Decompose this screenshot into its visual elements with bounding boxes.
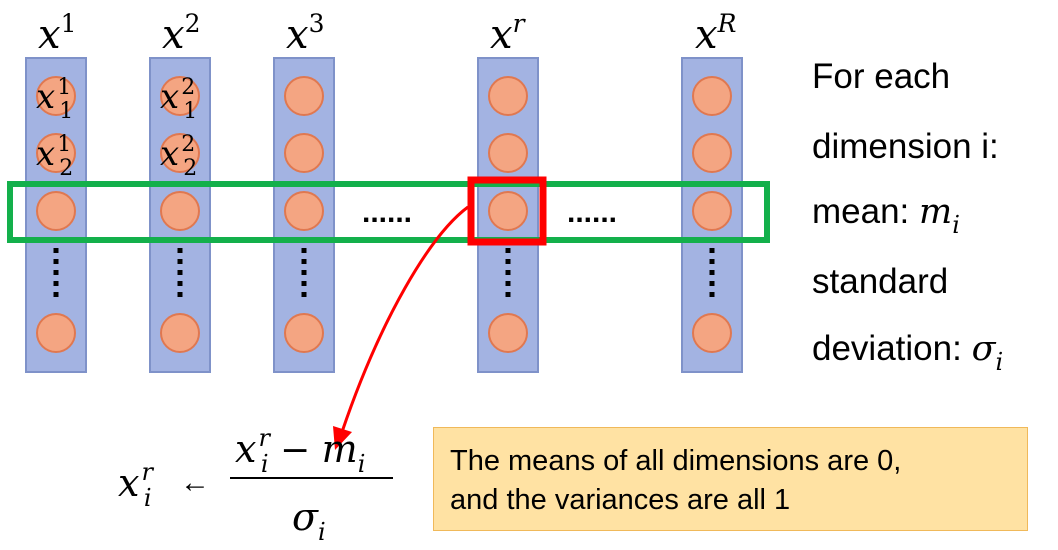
note-box: The means of all dimensions are 0, and t… xyxy=(433,427,1028,531)
circle-xr-2 xyxy=(488,133,528,173)
vertical-ellipses xyxy=(53,248,715,302)
circle-x3-4 xyxy=(284,313,324,353)
formula-denominator: σi xyxy=(292,495,326,546)
circle-x1-2 xyxy=(36,133,76,173)
circle-xR-2 xyxy=(692,133,732,173)
side-text-line2: dimension i: xyxy=(812,127,999,166)
column-header-xr: xr xyxy=(490,9,527,58)
arrow-head xyxy=(333,426,352,450)
circle-xR-4 xyxy=(692,313,732,353)
circle-xr-1 xyxy=(488,76,528,116)
horizontal-ellipsis-left: ...... xyxy=(362,196,412,229)
column-header-x2: x2 xyxy=(162,9,200,58)
mean-label: mean: mi xyxy=(812,192,960,239)
circle-x2-1 xyxy=(160,76,200,116)
side-text-line1: For each xyxy=(812,57,950,96)
horizontal-ellipsis-right: ...... xyxy=(567,196,617,229)
circle-x2-3 xyxy=(160,191,200,231)
circle-x1-3 xyxy=(36,191,76,231)
feature-circles xyxy=(36,76,732,353)
note-line1: The means of all dimensions are 0, xyxy=(450,445,902,477)
circle-x1-4 xyxy=(36,313,76,353)
std-label-line1: standard xyxy=(812,262,948,301)
note-line2: and the variances are all 1 xyxy=(450,484,791,516)
circle-xR-1 xyxy=(692,76,732,116)
std-label-line2: deviation: σi xyxy=(812,329,1003,376)
circle-x3-3 xyxy=(284,191,324,231)
circle-x2-2 xyxy=(160,133,200,173)
circle-xr-3 xyxy=(488,191,528,231)
circle-xR-3 xyxy=(692,191,732,231)
column-header-x1: x1 xyxy=(38,9,76,58)
arrow-to-formula xyxy=(340,205,469,433)
circle-x1-1 xyxy=(36,76,76,116)
circle-xr-4 xyxy=(488,313,528,353)
formula-arrow: ← xyxy=(180,466,210,499)
column-header-x3: x3 xyxy=(286,9,324,58)
dimension-row-highlight xyxy=(7,181,770,243)
circle-x3-2 xyxy=(284,133,324,173)
circle-x2-4 xyxy=(160,313,200,353)
column-header-xR: xR xyxy=(695,9,736,58)
selected-cell-highlight xyxy=(467,176,547,246)
circle-x3-1 xyxy=(284,76,324,116)
